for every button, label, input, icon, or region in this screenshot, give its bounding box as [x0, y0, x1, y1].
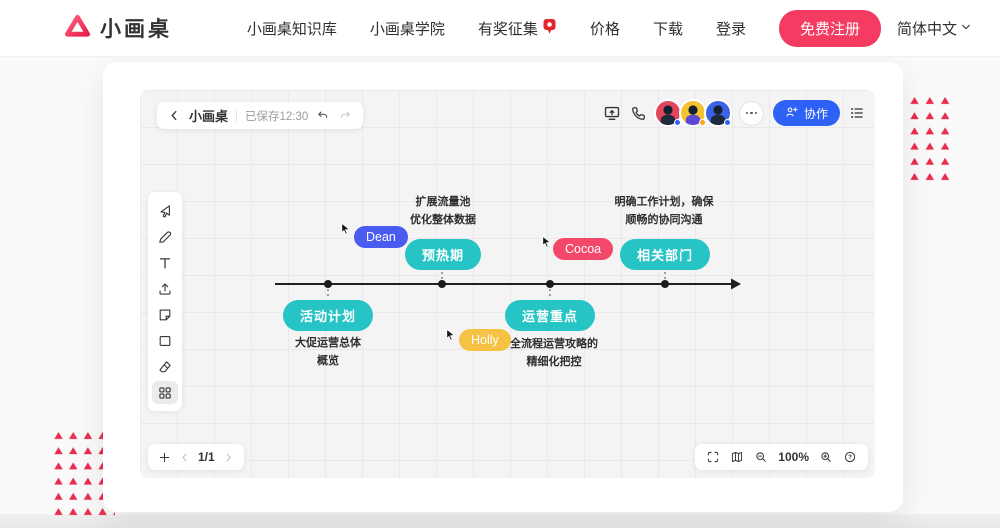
nav-item-pricing[interactable]: 价格 [589, 20, 620, 38]
nav-item-download[interactable]: 下载 [652, 20, 683, 38]
name-tag-cocoa: Cocoa [553, 238, 614, 260]
page-indicator: 1/1 [198, 450, 215, 464]
nav-item-login[interactable]: 登录 [715, 20, 746, 38]
stage-pill-preheat[interactable]: 预热期 [404, 239, 482, 270]
back-button[interactable] [168, 109, 181, 122]
collaboration-bar: 协作 [603, 100, 865, 126]
board-title: 小画桌 [189, 109, 229, 124]
note-operation-focus: 全流程运营攻略的 精细化把控 [510, 338, 598, 368]
logo-text: 小画桌 [100, 18, 172, 41]
save-status: 已保存12:30 [245, 110, 309, 123]
collaborator-cursor-dean [338, 221, 353, 236]
prev-page-button[interactable] [179, 452, 190, 463]
free-register-button[interactable]: 免费注册 [778, 9, 881, 47]
collaborator-cursor-cocoa [539, 234, 554, 249]
zoom-controls: 100% ? [695, 444, 868, 470]
logo[interactable]: 小画桌 [64, 13, 172, 44]
collaborator-cursor-holly [443, 327, 458, 342]
nav-item-academy[interactable]: 小画桌学院 [369, 20, 445, 38]
collaborator-avatars [655, 101, 731, 126]
voice-call-icon[interactable] [630, 105, 647, 122]
note-related-departments: 明确工作计划，确保 顺畅的协同沟通 [614, 196, 714, 226]
svg-text:?: ? [848, 454, 852, 461]
person-plus-icon [785, 105, 799, 122]
whiteboard-canvas[interactable]: 小画桌 已保存12:30 [140, 90, 875, 478]
status-dot [673, 119, 681, 126]
sticky-note-tool[interactable] [152, 303, 178, 326]
board-header: 小画桌 已保存12:30 [157, 102, 364, 129]
collaborate-button[interactable]: 协作 [772, 100, 840, 126]
note-activity-plan: 大促运营总体 概览 [295, 337, 361, 367]
add-page-button[interactable] [158, 451, 171, 464]
timeline-graphic [275, 267, 741, 298]
more-collaborators-button[interactable] [738, 100, 764, 126]
eraser-tool[interactable] [152, 355, 178, 378]
shape-tool[interactable] [152, 329, 178, 352]
whiteboard-demo-card: 小画桌 已保存12:30 [103, 62, 903, 512]
screen-share-icon[interactable] [603, 104, 621, 122]
minimap-icon[interactable] [730, 450, 744, 464]
stage-pill-operation-focus[interactable]: 运营重点 [504, 300, 596, 331]
upload-tool[interactable] [152, 277, 178, 300]
redo-button[interactable] [338, 109, 352, 123]
name-tag-holly: Holly [459, 329, 511, 351]
avatar-user-3[interactable] [705, 101, 731, 126]
triangle-pattern-right [910, 96, 956, 192]
zoom-level[interactable]: 100% [778, 450, 809, 464]
tools-toolbar [148, 192, 182, 411]
templates-tool[interactable] [152, 381, 178, 404]
page-controls: 1/1 [148, 444, 244, 470]
board-list-icon[interactable] [849, 105, 865, 121]
name-tag-dean: Dean [354, 226, 408, 248]
status-dot [723, 119, 731, 126]
chevron-down-icon [960, 20, 972, 37]
text-tool[interactable] [152, 251, 178, 274]
status-dot [698, 119, 706, 126]
fullscreen-icon[interactable] [706, 450, 720, 464]
top-navigation: 小画桌 小画桌知识库 小画桌学院 有奖征集 价格 下载 登录 免费注册 [0, 0, 1000, 57]
note-preheat: 扩展流量池 优化整体数据 [410, 196, 476, 226]
undo-button[interactable] [316, 109, 330, 123]
avatar-user-1[interactable] [655, 101, 681, 126]
award-lantern-icon [542, 18, 557, 39]
nav-item-contest[interactable]: 有奖征集 [478, 18, 557, 39]
stage-pill-activity-plan[interactable]: 活动计划 [282, 300, 374, 331]
nav-links: 小画桌知识库 小画桌学院 有奖征集 价格 下载 登录 [247, 18, 746, 39]
zoom-out-icon[interactable] [754, 450, 768, 464]
divider [236, 109, 238, 122]
avatar-user-2[interactable] [680, 101, 706, 126]
next-page-button[interactable] [223, 452, 234, 463]
stage-pill-related-departments[interactable]: 相关部门 [619, 239, 711, 270]
select-tool[interactable] [152, 199, 178, 222]
language-selector[interactable]: 简体中文 [897, 18, 972, 39]
help-icon[interactable]: ? [843, 450, 857, 464]
pen-tool[interactable] [152, 225, 178, 248]
logo-triangle-icon [64, 13, 91, 44]
nav-item-knowledge-base[interactable]: 小画桌知识库 [246, 20, 337, 38]
next-section-edge [0, 514, 1000, 528]
zoom-in-icon[interactable] [819, 450, 833, 464]
